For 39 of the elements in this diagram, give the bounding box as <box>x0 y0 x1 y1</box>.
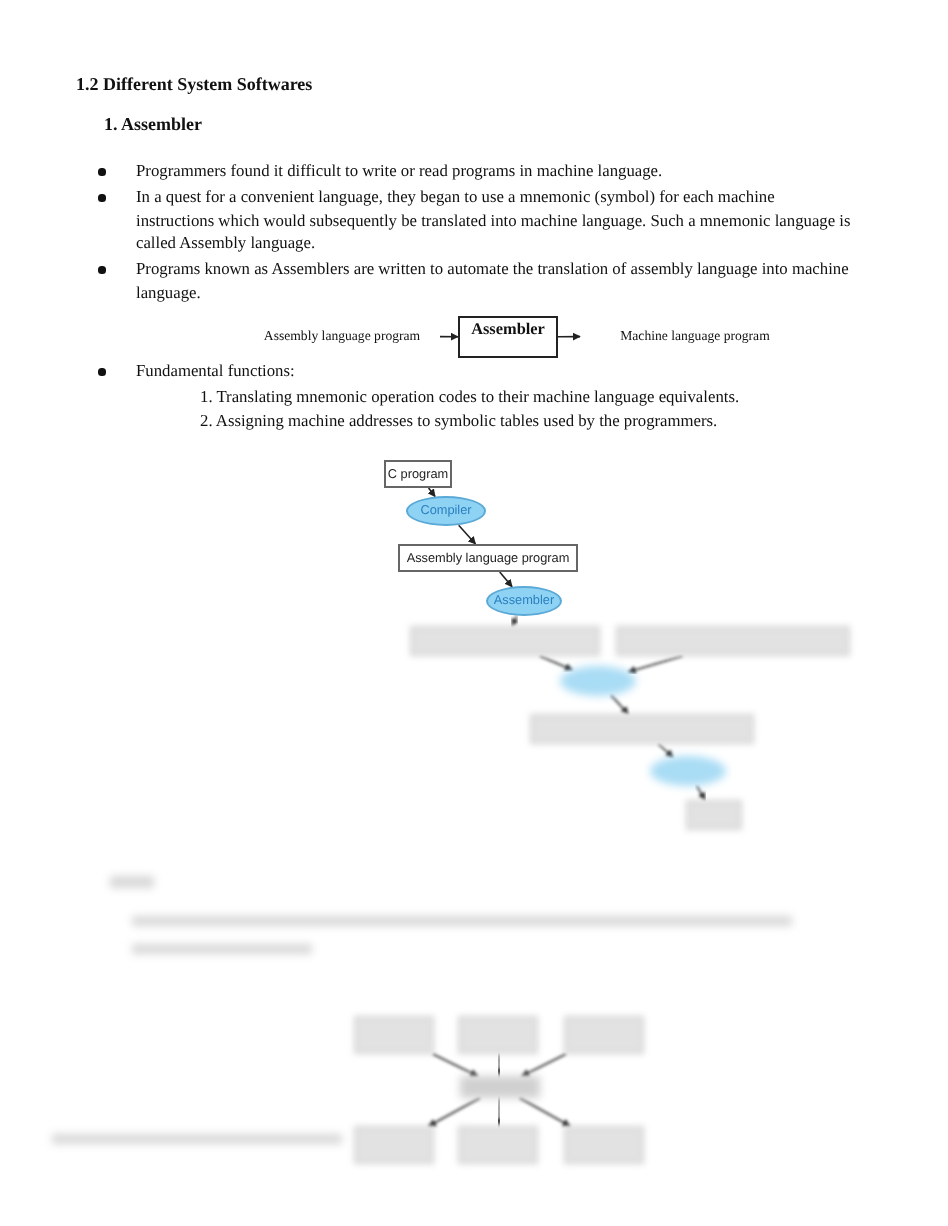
blurred-ellipse <box>560 666 636 696</box>
section-heading: 1.2 Different System Softwares <box>76 74 313 97</box>
arrow <box>518 1097 571 1127</box>
bullet-text: Programs known as Assemblers are written to automate the translation of assembly language into machine language. <box>136 258 851 304</box>
arrow <box>431 1053 479 1077</box>
arrow <box>521 1053 567 1077</box>
arrow <box>427 1097 481 1127</box>
blurred-box <box>354 1016 434 1054</box>
blurred-box <box>616 626 850 656</box>
blurred-box <box>686 800 742 830</box>
blurred-ellipse <box>650 756 726 786</box>
arrow <box>494 1097 503 1127</box>
blurred-box <box>458 1016 538 1054</box>
arrow <box>657 743 674 759</box>
subsection-heading: 1. Assembler <box>104 114 204 137</box>
blurred-box <box>458 1126 538 1164</box>
numbered-item: 1. Translating mnemonic operation codes to their machine language equivalents. <box>200 386 742 409</box>
arrow <box>695 784 706 801</box>
blurred-box <box>564 1126 644 1164</box>
blurred-box <box>530 714 754 744</box>
arrow <box>627 655 684 674</box>
numbered-item: 2. Assigning machine addresses to symbolic tables used by the programmers. <box>200 410 720 433</box>
blurred-box <box>410 626 600 656</box>
arrow <box>457 524 477 545</box>
process-box: Assembler <box>458 316 558 358</box>
bullet-text: Fundamental functions: <box>136 360 297 383</box>
arrow <box>439 332 459 341</box>
bullet-text: Programmers found it difficult to write or read programs in machine language. <box>136 160 665 183</box>
arrow <box>610 694 630 715</box>
arrow <box>511 614 519 627</box>
blurred-box <box>564 1016 644 1054</box>
blurred-box <box>354 1126 434 1164</box>
arrow <box>557 332 581 341</box>
arrow <box>539 655 574 671</box>
arrow <box>427 487 436 498</box>
bullet-text: In a quest for a convenient language, they began to use a mnemonic (symbol) for each machine instructions which would subsequently be translated into machine language. Such a mnemonic language is called Assembly language. <box>136 186 853 255</box>
arrow <box>495 1053 504 1077</box>
blurred-text <box>460 1076 540 1098</box>
arrow <box>498 571 513 588</box>
